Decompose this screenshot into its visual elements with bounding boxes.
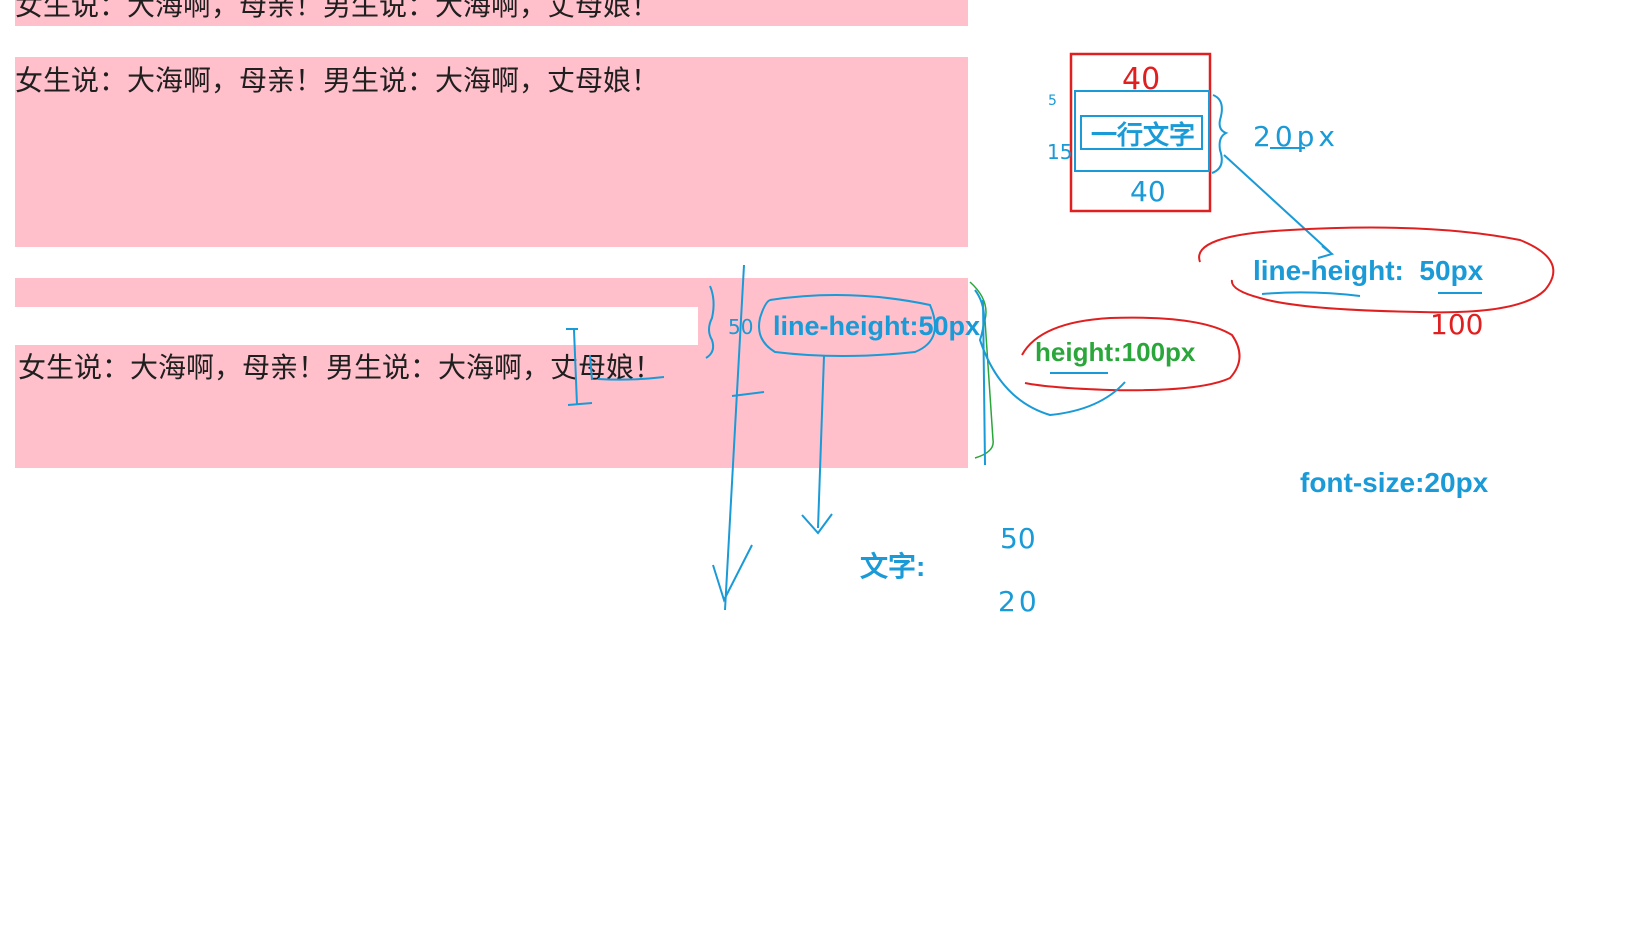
box-text-middle: 女生说：大海啊，母亲！男生说：大海啊，丈母娘！ <box>15 64 660 97</box>
line-height-label-right: line-height: 50px <box>1253 255 1484 286</box>
white-highlight-strip <box>15 307 698 345</box>
small-brace <box>705 285 715 359</box>
height-label: height:100px <box>1035 337 1196 367</box>
underline-line-height <box>1261 291 1361 297</box>
pink-box-bottom: 女生说：大海啊，母亲！男生说：大海啊，丈母娘！ <box>15 278 968 468</box>
mid-arrow <box>801 355 833 535</box>
demo-text-box <box>1080 115 1203 150</box>
wenzi-label: 文字: <box>860 551 926 582</box>
handwritten-left-15: 15 <box>1047 140 1073 164</box>
box-text-top: 女生说：大海啊，母亲！男生说：大海啊，丈母娘！ <box>15 0 660 22</box>
long-arrow <box>712 264 753 611</box>
green-bracket <box>969 281 994 459</box>
handwritten-bottom-40: 40 <box>1130 175 1166 208</box>
line-height-label-middle: line-height:50px <box>773 311 981 341</box>
small-cross <box>731 391 765 397</box>
handwritten-bottom-50: 50 <box>1000 522 1036 555</box>
handwritten-20px: 20px <box>1253 120 1339 153</box>
handwritten-bottom-20: 20 <box>998 585 1040 618</box>
handwritten-top-40: 40 <box>1122 62 1161 97</box>
red-ellipse-right <box>1198 226 1555 314</box>
blue-vertical-bottom <box>982 299 986 466</box>
i-beam-mark <box>566 328 593 406</box>
demo-brace <box>1211 94 1229 174</box>
demo-inner-box <box>1074 90 1210 172</box>
pink-box-top: 女生说：大海啊，母亲！男生说：大海啊，丈母娘！ <box>15 0 968 26</box>
handwritten-left-5: 5 <box>1048 93 1057 109</box>
pink-box-middle: 女生说：大海啊，母亲！男生说：大海啊，丈母娘！ <box>15 57 968 247</box>
box-text-bottom: 女生说：大海啊，母亲！男生说：大海啊，丈母娘！ <box>18 351 663 384</box>
font-size-label: font-size:20px <box>1300 467 1489 498</box>
underline-bottom-text <box>597 376 665 381</box>
cursor-mark <box>589 354 593 381</box>
handwritten-mid-50: 50 <box>728 315 754 339</box>
blue-ellipse-mid <box>758 294 936 357</box>
demo-label: 一行文字 <box>1090 121 1195 151</box>
handwritten-100: 100 <box>1430 308 1484 341</box>
arrow-to-line-height <box>1223 154 1335 259</box>
red-ellipse-height <box>1021 316 1241 392</box>
